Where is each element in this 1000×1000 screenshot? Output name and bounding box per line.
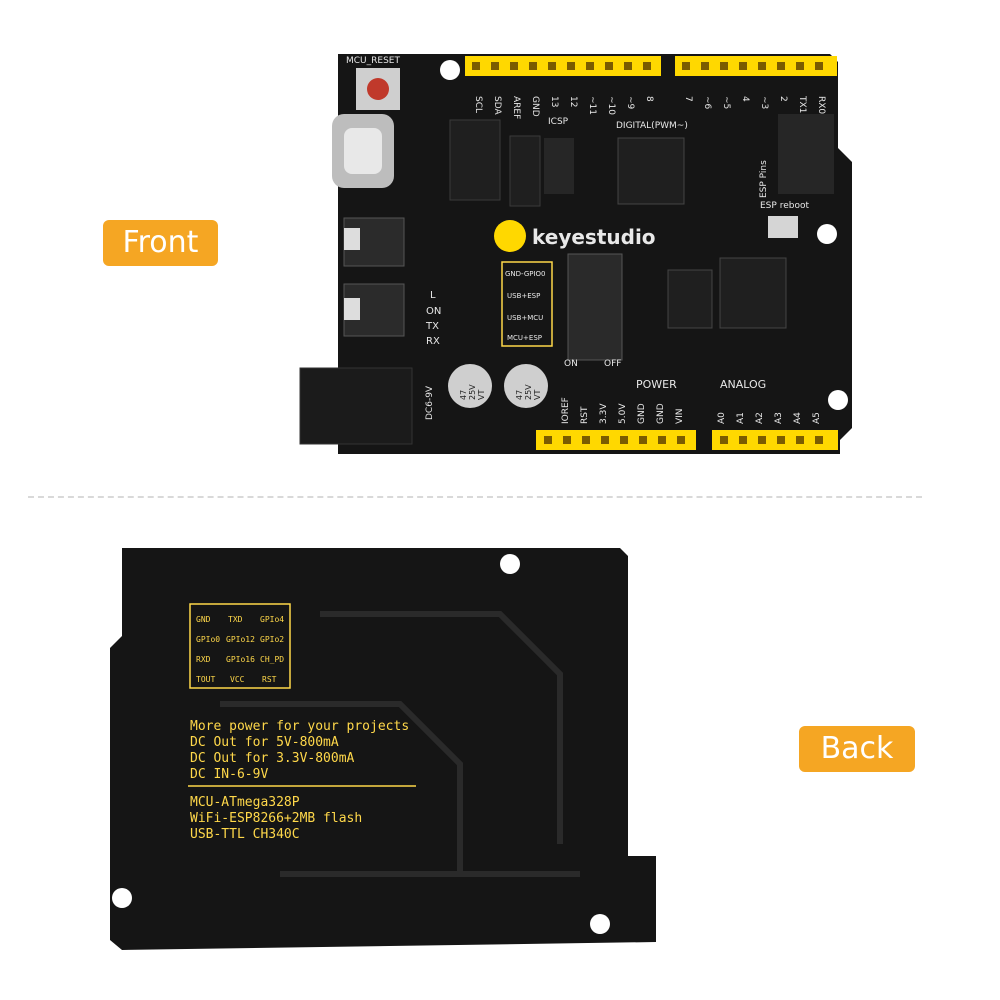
pin-label: ~6	[702, 96, 712, 110]
svg-text:47: 47	[459, 390, 468, 400]
svg-text:GPIo4: GPIo4	[260, 615, 284, 624]
switch-on-label: ON	[564, 359, 578, 369]
analog-header	[712, 430, 838, 450]
pin-label: 12	[568, 96, 578, 107]
mcu-reset-label: MCU_RESET	[346, 56, 400, 66]
pin-label: AREF	[511, 96, 521, 119]
back-label: Back	[799, 726, 915, 772]
pin-table	[189, 603, 291, 689]
pin-label: TX1	[797, 95, 807, 113]
dip-switch	[567, 253, 623, 361]
pin-label: GND	[530, 96, 540, 117]
back-power-line: DC Out for 3.3V-800mA	[190, 751, 355, 766]
esp-reboot-button	[768, 216, 798, 238]
back-spec-line: USB-TTL CH340C	[190, 827, 300, 842]
pin-label: 8	[644, 96, 654, 102]
pin-label: ~3	[759, 96, 769, 109]
ch340-chip	[449, 119, 501, 201]
pin-label: 13	[549, 96, 559, 107]
icsp-label: ICSP	[548, 117, 569, 127]
back-spec-line: MCU-ATmega328P	[190, 795, 300, 810]
svg-text:GPIo2: GPIo2	[260, 635, 284, 644]
back-power-line: DC Out for 5V-800mA	[190, 735, 339, 750]
pin-label: 3.3V	[599, 403, 609, 424]
svg-text:TOUT: TOUT	[196, 675, 215, 684]
pin-label: A5	[812, 412, 822, 424]
svg-text:RXD: RXD	[196, 655, 211, 664]
analog-label: ANALOG	[720, 378, 766, 391]
svg-text:25V: 25V	[468, 384, 477, 400]
capacitor	[504, 364, 548, 408]
mount-hole	[817, 224, 837, 244]
pin-label: A2	[755, 412, 765, 424]
top-header-left	[465, 56, 661, 76]
svg-text:GPIo12: GPIo12	[226, 635, 255, 644]
dc-jack	[299, 367, 413, 445]
pin-label: VIN	[675, 408, 685, 424]
power-label: POWER	[636, 378, 677, 391]
keyestudio-logo-icon	[494, 220, 526, 252]
switch-off-label: OFF	[604, 359, 621, 369]
pin-label: GND	[656, 403, 666, 424]
back-power-line: More power for your projects	[190, 719, 409, 734]
pin-label: A1	[736, 412, 746, 424]
pin-label: ~10	[606, 96, 616, 115]
pin-label: ~11	[587, 96, 597, 115]
led-label: L	[430, 290, 436, 301]
top-header-right	[675, 56, 837, 76]
svg-text:47: 47	[515, 390, 524, 400]
back-board-photo: GND TXD GPIo4 GPIo0 GPIo12 GPIo2 RXD GPI…	[110, 548, 656, 950]
led-label: ON	[426, 306, 441, 317]
switch-mode-label: GND-GPIO0	[505, 270, 546, 278]
svg-text:VT: VT	[533, 390, 542, 400]
pin-label: RST	[580, 406, 590, 424]
pin-label: GND	[637, 403, 647, 424]
front-board-photo: SCL SDA AREF GND 13 12 ~11 ~10 ~9 8 7 ~6…	[299, 54, 852, 454]
svg-text:GPIo0: GPIo0	[196, 635, 220, 644]
esp-pins-label: ESP Pins	[759, 160, 769, 198]
back-spec-line: WiFi-ESP8266+2MB flash	[190, 811, 362, 826]
esp-pins-header	[778, 114, 834, 194]
pin-label: A4	[793, 412, 803, 424]
dc-label: DC6-9V	[425, 385, 435, 420]
pin-label: ~9	[625, 96, 635, 110]
power-header	[536, 430, 696, 450]
pin-label: SDA	[492, 96, 502, 115]
back-power-line: DC IN-6-9V	[190, 767, 268, 782]
svg-text:VT: VT	[477, 390, 486, 400]
pin-label: 2	[778, 96, 788, 102]
pin-label: ~5	[721, 96, 731, 109]
led-label: TX	[425, 321, 439, 332]
pin-label: SCL	[473, 96, 483, 113]
pin-label: 7	[683, 96, 693, 102]
pin-label: IOREF	[561, 397, 571, 424]
pin-label: 4	[740, 96, 750, 102]
pin-label: A3	[774, 412, 784, 424]
switch-mode-label: MCU+ESP	[507, 334, 542, 342]
pin-label: A0	[717, 412, 727, 424]
digital-label: DIGITAL(PWM~)	[616, 121, 688, 131]
svg-text:25V: 25V	[524, 384, 533, 400]
esp8266-chip	[719, 257, 787, 329]
svg-text:VCC: VCC	[230, 675, 245, 684]
section-divider	[28, 496, 922, 498]
pin-label: 5.0V	[618, 403, 628, 424]
switch-mode-label: USB+MCU	[507, 314, 543, 322]
svg-text:GPIo16: GPIo16	[226, 655, 255, 664]
front-label: Front	[103, 220, 218, 266]
pin-label: RX0	[816, 96, 826, 114]
svg-text:RST: RST	[262, 675, 277, 684]
led-label: RX	[426, 336, 440, 347]
svg-text:TXD: TXD	[228, 615, 243, 624]
svg-text:CH_PD: CH_PD	[260, 655, 284, 664]
atmega-chip	[617, 137, 685, 205]
svg-text:GND: GND	[196, 615, 211, 624]
brand-text: keyestudio	[532, 225, 656, 249]
switch-mode-label: USB+ESP	[507, 292, 540, 300]
capacitor	[448, 364, 492, 408]
esp-reboot-label: ESP reboot	[760, 201, 809, 211]
